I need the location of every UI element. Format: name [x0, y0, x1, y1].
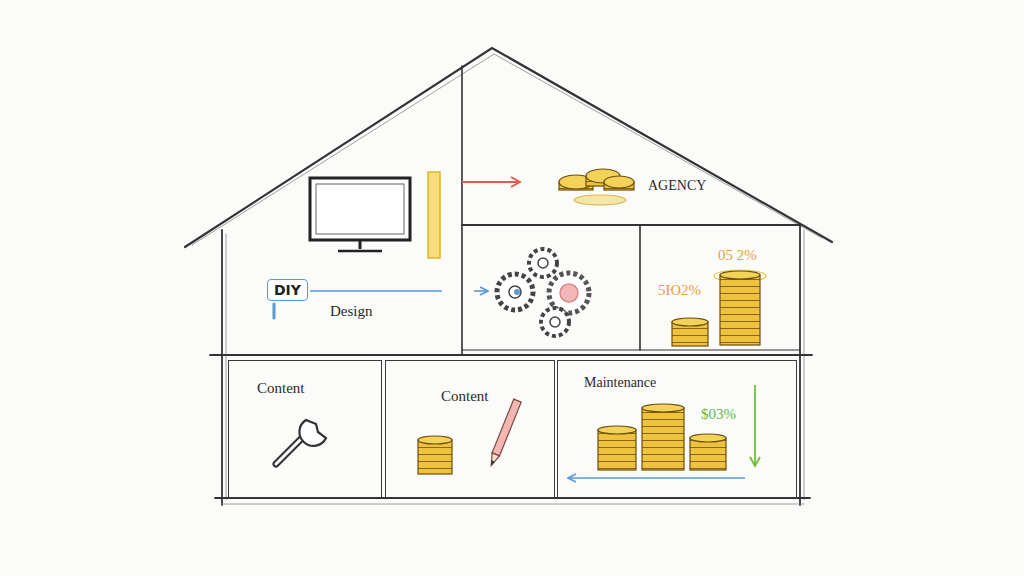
- coin-stack: [672, 318, 708, 326]
- tag-label: DIY: [274, 282, 301, 298]
- ruler-icon: [428, 172, 440, 258]
- house-outline: [185, 48, 832, 247]
- coin-stack: [574, 195, 626, 205]
- coin-stack: [598, 430, 636, 470]
- percent-label: $03%: [701, 405, 736, 423]
- pencil-icon: [488, 453, 500, 467]
- room-label: Design: [330, 302, 373, 320]
- house-outline: [222, 504, 804, 505]
- gears-icon: [497, 249, 589, 336]
- house-outline: [462, 224, 800, 226]
- coin-stack: [690, 434, 726, 442]
- gears-icon: [560, 284, 578, 302]
- house-outline: [185, 48, 832, 505]
- room-label: Content: [441, 387, 489, 405]
- gears-icon: [509, 286, 521, 298]
- diy-line: [310, 290, 442, 292]
- coin-stack: [604, 176, 634, 188]
- coin-stack: [418, 440, 452, 474]
- coin-stack: [720, 275, 760, 345]
- room-box: Content: [385, 360, 555, 498]
- monitor-icon: [310, 178, 410, 251]
- coin-stack: [690, 438, 726, 470]
- flow-arrow: [462, 181, 520, 183]
- room-label: AGENCY: [648, 178, 706, 195]
- percent-label: 05 2%: [718, 246, 757, 264]
- house-outline: [462, 349, 800, 350]
- house-outline: [639, 225, 641, 350]
- pencil-icon: [490, 460, 495, 466]
- wrench-icon: [276, 420, 326, 464]
- house-outline: [192, 54, 822, 245]
- wrench-icon: [299, 420, 326, 446]
- attic-room: DIY Design: [225, 168, 462, 352]
- diy-line: [474, 290, 488, 292]
- monitor-icon: [310, 178, 410, 240]
- monitor-icon: [316, 184, 404, 234]
- trend-arrows: [568, 385, 755, 478]
- room-box: Maintenance $03%: [557, 360, 797, 498]
- house-outline: [210, 354, 812, 356]
- room-label: Content: [257, 379, 305, 397]
- gears-icon: [497, 274, 533, 310]
- ruler-icon: [428, 172, 440, 258]
- coin-stack: [418, 436, 452, 444]
- diy-tag: DIY: [267, 279, 308, 301]
- room-box: 05 2% 5Ю2%: [642, 226, 800, 350]
- house-outline: [799, 225, 801, 505]
- diy-line: [273, 304, 276, 318]
- coin-stack: [720, 271, 760, 279]
- gears-icon: [550, 317, 560, 327]
- coin-stack: [418, 169, 766, 474]
- house-outline: [226, 234, 227, 500]
- coin-stack: [642, 404, 684, 412]
- gears-icon: [538, 258, 548, 268]
- room-box: Content: [228, 360, 382, 498]
- coin-stack: [642, 408, 684, 470]
- house-outline: [804, 230, 805, 500]
- pencil-icon: [492, 399, 521, 456]
- gears-icon: [529, 249, 557, 277]
- house-outline: [461, 66, 463, 355]
- monitor-icon: [338, 250, 382, 253]
- trend-arrows: [754, 385, 756, 466]
- monitor-icon: [359, 240, 362, 249]
- attic-room: AGENCY: [520, 100, 795, 222]
- trend-arrows: [568, 477, 745, 479]
- gears-icon: [541, 308, 569, 336]
- pencil-icon: [488, 399, 522, 467]
- room-label: Maintenance: [584, 375, 656, 392]
- house-outline: [221, 230, 223, 505]
- coin-stack: [598, 426, 636, 434]
- gears-icon: [514, 289, 520, 295]
- percent-label: 5Ю2%: [658, 281, 701, 299]
